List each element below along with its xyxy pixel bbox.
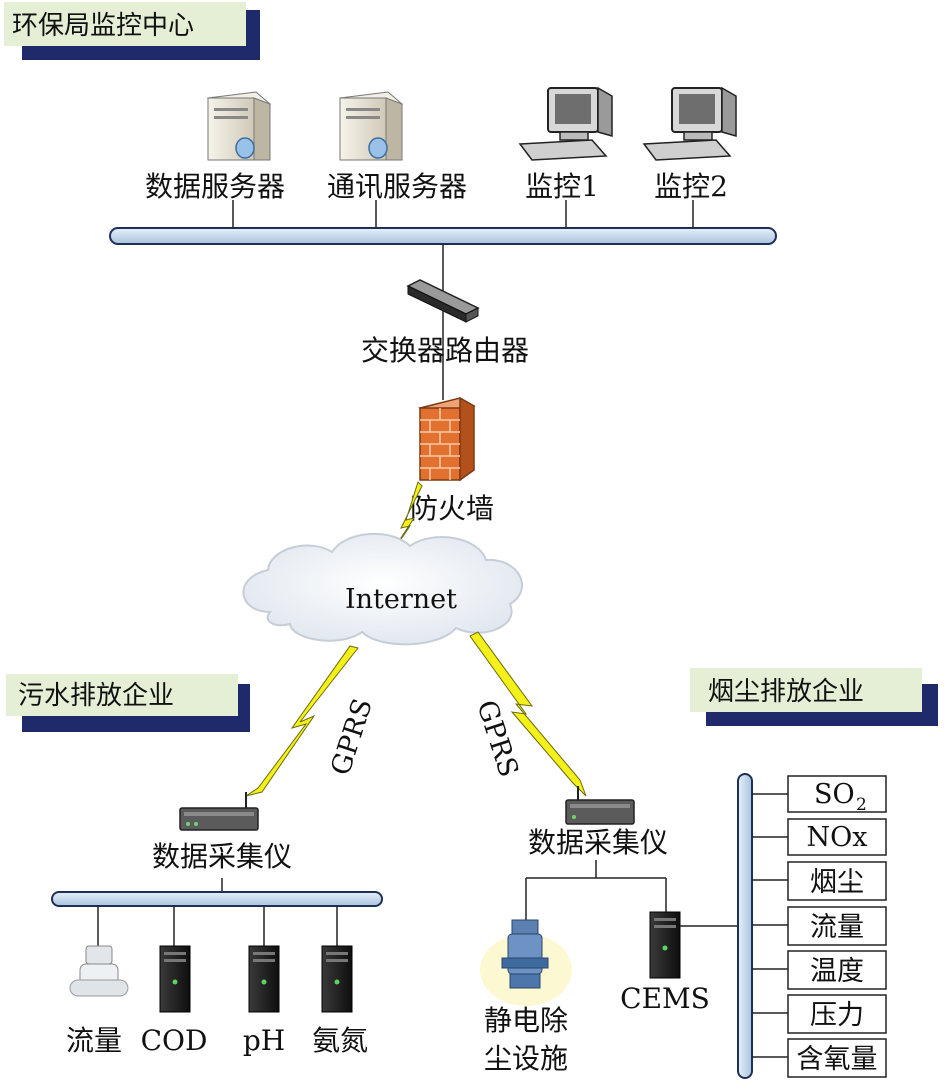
param-temperature-label: 温度: [810, 956, 864, 987]
cod-analyzer-icon: [159, 945, 191, 1013]
param-box-so2: SO 2: [787, 775, 887, 815]
wastewater-data-collector-icon: [179, 792, 259, 831]
firewall-icon: [418, 396, 476, 482]
gprs-right-label: GPRS: [470, 697, 524, 781]
param-oxygen-label: 含氧量: [797, 1044, 878, 1075]
wastewater-section-label: 污水排放企业: [6, 674, 250, 732]
data-server-icon: [206, 91, 272, 161]
gprs-left-label: GPRS: [325, 695, 379, 779]
data-server-label: 数据服务器: [145, 170, 285, 203]
smoke-collector-label: 数据采集仪: [528, 826, 668, 859]
param-box-smoke-dust: 烟尘: [787, 861, 887, 901]
wastewater-section-title: 污水排放企业: [18, 681, 174, 711]
param-box-nox: NOx: [787, 818, 887, 856]
dust-removal-label-line2: 尘设施: [484, 1042, 568, 1075]
sensor-ph-label: pH: [243, 1024, 285, 1057]
smoke-section-label: 烟尘排放企业: [690, 668, 938, 726]
param-nox-label: NOx: [807, 822, 868, 853]
monitor1-computer-icon: [518, 86, 613, 161]
wastewater-network-bus: [51, 891, 383, 907]
sensor-cod-label: COD: [141, 1024, 208, 1057]
smoke-data-collector-icon: [565, 786, 635, 825]
internet-label: Internet: [345, 584, 457, 615]
param-box-oxygen: 含氧量: [787, 1038, 887, 1078]
comm-server-icon: [338, 91, 404, 161]
center-section-title: 环保局监控中心: [12, 11, 194, 41]
ph-analyzer-icon: [248, 945, 280, 1013]
sensor-ammonia-label: 氨氮: [312, 1024, 368, 1057]
sensor-flow-label: 流量: [66, 1024, 122, 1057]
flow-meter-icon: [69, 945, 129, 997]
wastewater-collector-label: 数据采集仪: [152, 840, 292, 873]
param-flow-label: 流量: [810, 912, 864, 943]
cems-parameter-bus: [737, 773, 753, 1079]
param-box-temperature: 温度: [787, 950, 887, 990]
switch-router-label: 交换器路由器: [361, 334, 529, 367]
dust-removal-facility-icon: [480, 919, 572, 1006]
param-so2-label: SO: [814, 779, 855, 810]
cems-label: CEMS: [620, 982, 710, 1015]
comm-server-label: 通讯服务器: [327, 170, 467, 203]
gprs-left-lightning-icon: [245, 645, 359, 797]
monitor2-computer-icon: [642, 86, 737, 161]
monitor2-label: 监控2: [654, 170, 728, 203]
param-box-pressure: 压力: [787, 994, 887, 1034]
center-network-bus: [109, 227, 777, 245]
param-so2-subscript: 2: [856, 795, 867, 815]
ammonia-analyzer-icon: [321, 945, 353, 1013]
dust-removal-label-line1: 静电除: [484, 1004, 568, 1037]
switch-router-icon: [406, 279, 480, 323]
param-pressure-label: 压力: [810, 1000, 864, 1031]
cems-analyzer-icon: [649, 911, 681, 979]
param-smoke-dust-label: 烟尘: [810, 867, 864, 898]
param-box-flow: 流量: [787, 906, 887, 946]
monitor1-label: 监控1: [525, 170, 599, 203]
firewall-label: 防火墙: [410, 492, 494, 525]
center-section-label: 环保局监控中心: [4, 2, 260, 60]
internet-cloud-icon: [242, 533, 523, 646]
smoke-section-title: 烟尘排放企业: [708, 677, 864, 707]
